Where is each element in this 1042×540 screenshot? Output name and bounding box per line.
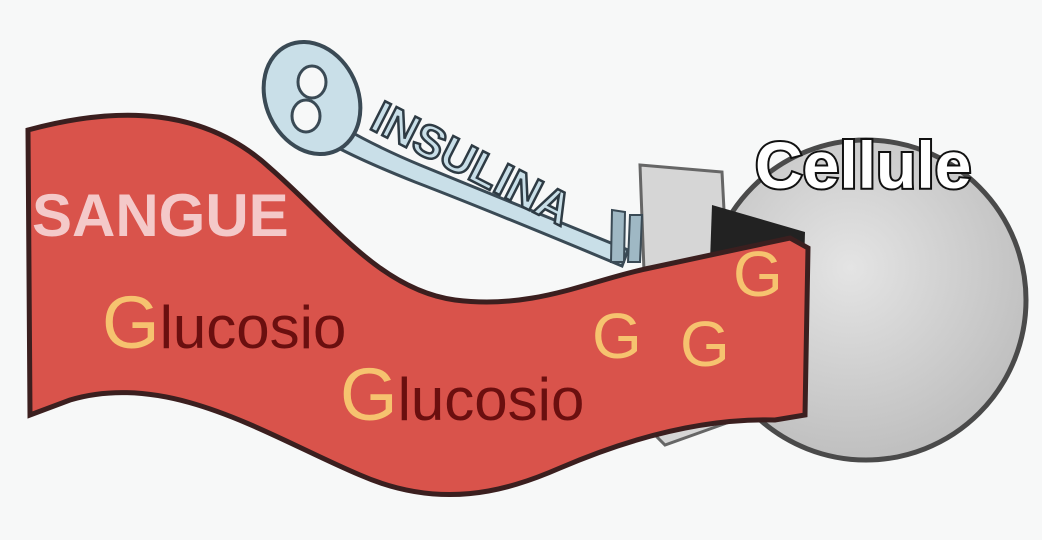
glucose-g-a: G <box>592 300 642 372</box>
glucose-1-initial: G <box>102 281 160 364</box>
glucose-g-b: G <box>680 308 730 380</box>
cell-label: Cellule <box>755 128 971 202</box>
blood-label: SANGUE <box>32 182 289 249</box>
glucose-label-2: Glucosio <box>340 353 584 436</box>
glucose-g-c: G <box>733 238 783 310</box>
glucose-2-rest: lucosio <box>398 366 585 433</box>
glucose-label-1: Glucosio <box>102 281 346 364</box>
glucose-2-initial: G <box>340 353 398 436</box>
glucose-1-rest: lucosio <box>160 294 347 361</box>
